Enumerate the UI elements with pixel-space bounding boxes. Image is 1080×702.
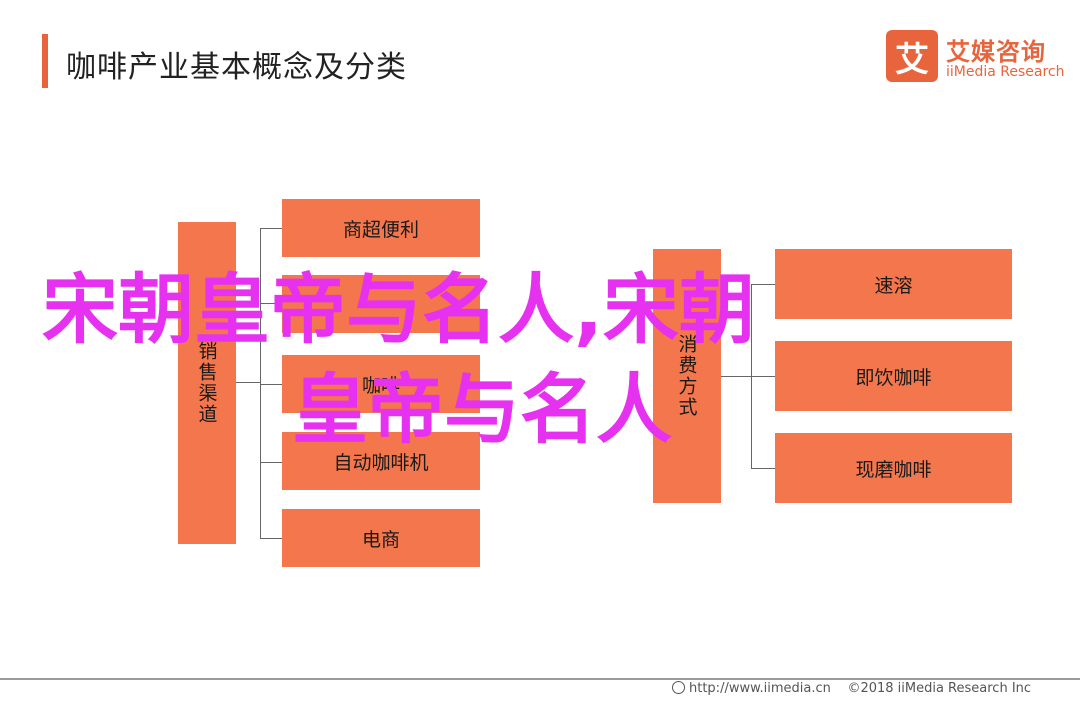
node-vending-machine-label: 自动咖啡机 [333,451,429,474]
category-consumption-mode: 消费方式 [653,249,721,503]
node-cafe: 咖啡 [282,355,480,413]
logo-name-en: iiMedia Research [946,64,1065,80]
footer-url: http://www.iimedia.cn [689,681,831,696]
connector-left-branch-1 [260,228,282,229]
node-ready-to-drink-label: 即饮咖啡 [855,366,932,389]
footer-divider [0,678,1080,680]
node-ecommerce-label: 电商 [361,528,400,551]
connector-right-stem [721,376,751,377]
connector-left-branch-3 [260,384,282,385]
node-cafe-label: 咖啡 [361,374,400,397]
category-sales-channel-label: 销售渠道 [195,341,218,425]
logo-mark: 艾 [886,30,938,82]
node-instant: 速溶 [775,249,1012,319]
page-title: 咖啡产业基本概念及分类 [66,50,407,85]
logo-name-cn: 艾媒咨询 [946,38,1046,66]
node-left-2 [282,275,480,333]
title-accent-bar [42,34,48,88]
connector-left-branch-4 [260,462,282,463]
node-ready-to-drink: 即饮咖啡 [775,341,1012,411]
node-supermarket: 商超便利 [282,199,480,257]
node-ecommerce: 电商 [282,509,480,567]
connector-left-branch-5 [260,538,282,539]
overlay-text-line-2: 皇帝与名人 [292,365,672,454]
connector-right-branch-3 [751,468,775,469]
node-fresh-ground: 现磨咖啡 [775,433,1012,503]
footer: http://www.iimedia.cn ©2018 iiMedia Rese… [672,681,1031,696]
overlay-text-line-1: 宋朝皇帝与名人,宋朝 [42,265,755,354]
node-instant-label: 速溶 [874,274,913,297]
category-consumption-mode-label: 消费方式 [675,334,698,418]
node-fresh-ground-label: 现磨咖啡 [855,458,932,481]
node-supermarket-label: 商超便利 [342,218,419,241]
connector-left-branch-2 [260,303,282,304]
node-vending-machine: 自动咖啡机 [282,432,480,490]
connector-right-branch-1 [751,284,775,285]
connector-left-stem [236,382,260,383]
footer-copyright: ©2018 iiMedia Research Inc [847,681,1032,696]
connector-right-branch-2 [751,376,775,377]
globe-icon [672,681,685,694]
connector-left-spine [260,228,261,538]
brand-logo: 艾 艾媒咨询 iiMedia Research [886,30,1065,84]
category-sales-channel: 销售渠道 [178,222,236,544]
